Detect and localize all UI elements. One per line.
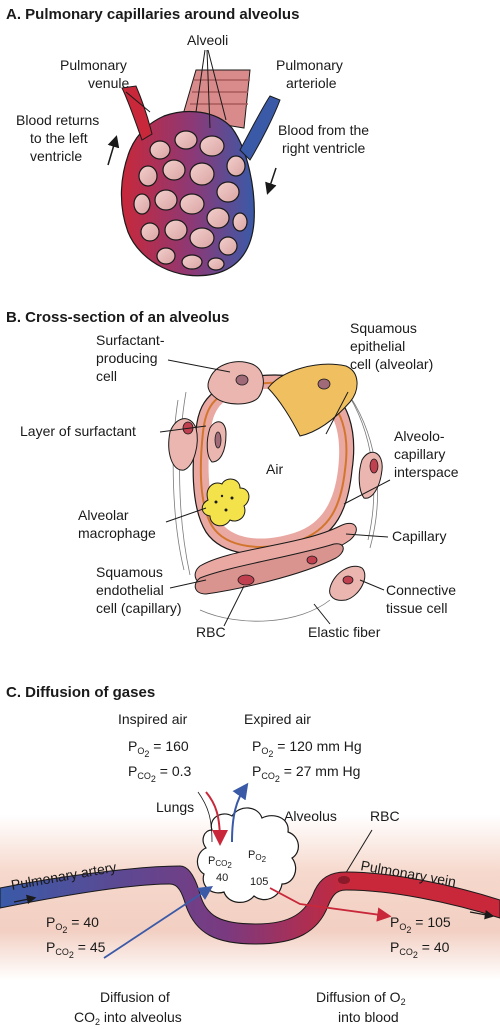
leader-capillary (345, 533, 389, 538)
expired-title: Expired air (244, 711, 311, 727)
label-alveoli: Alveoli (187, 32, 228, 48)
leader-squamous-epithelial (325, 391, 349, 435)
leader-alveolo-capillary (343, 479, 391, 505)
expired-po2: PO2 = 120 mm Hg (252, 738, 362, 759)
label-alveolus: Alveolus (284, 808, 337, 824)
label-arteriole-2: arteriole (286, 75, 337, 91)
caption-o2-1: Diffusion of O2 (316, 989, 406, 1007)
label-ac-1: Alveolo- (394, 428, 445, 444)
vein-flow-arrow-icon (469, 909, 495, 920)
label-endo-1: Squamous (96, 564, 163, 580)
leader-rbc-b (223, 585, 245, 627)
panel-b-title: B. Cross-section of an alveolus (6, 309, 229, 326)
caption-o2-2: into blood (338, 1009, 399, 1025)
artery-po2: PO2 = 40 (46, 914, 99, 935)
label-endo-3: cell (capillary) (96, 600, 182, 616)
label-sq-3: cell (alveolar) (350, 356, 433, 372)
expire-arrow-icon (231, 782, 249, 843)
label-surf-2: producing (96, 350, 158, 366)
leader-connective (359, 579, 385, 591)
label-ac-2: capillary (394, 446, 445, 462)
label-rbc-c: RBC (370, 808, 400, 824)
label-venule-1: Pulmonary (60, 57, 127, 73)
inspire-arrow-icon (205, 791, 228, 846)
alveolus-po2-value: 105 (250, 876, 268, 888)
alveolus-cross-section-illustration (168, 361, 383, 622)
leader-layer-surfactant (159, 425, 207, 433)
label-returns-2: to the left (30, 130, 88, 146)
vein-pco2: PCO2 = 40 (390, 939, 450, 960)
inspired-title: Inspired air (118, 711, 188, 727)
label-rbc-b: RBC (196, 624, 226, 640)
label-layer-surfactant: Layer of surfactant (20, 423, 136, 439)
label-conn-2: tissue cell (386, 600, 447, 616)
alveolus-po2: PO2 (248, 849, 267, 864)
capillary-network-illustration (120, 69, 281, 277)
label-returns-3: ventricle (30, 148, 82, 164)
artery-flow-arrow-icon (13, 894, 37, 905)
leader-elastic (313, 603, 331, 625)
expired-pco2: PCO2 = 27 mm Hg (252, 763, 360, 784)
caption-co2-1: Diffusion of (100, 989, 170, 1005)
rbc-cell (338, 876, 350, 884)
label-lungs: Lungs (156, 799, 194, 815)
label-sq-2: epithelial (350, 338, 405, 354)
leader-alveoli (195, 49, 227, 129)
vein-po2: PO2 = 105 (390, 914, 451, 935)
label-ac-3: interspace (394, 464, 459, 480)
label-air: Air (266, 461, 283, 477)
label-elastic: Elastic fiber (308, 624, 381, 640)
label-conn-1: Connective (386, 582, 456, 598)
leader-endothelial (169, 579, 207, 589)
leader-rbc-c (343, 829, 373, 877)
label-from-1: Blood from the (278, 122, 369, 138)
alveolus-pco2: PCO2 (208, 855, 232, 870)
label-mac-2: macrophage (78, 525, 156, 541)
arrow-up-icon (107, 135, 120, 166)
label-capillary: Capillary (392, 528, 446, 544)
caption-co2-2: CO2 into alveolus (74, 1009, 182, 1027)
o2-diffusion-arrow-icon (269, 887, 392, 922)
artery-pco2: PCO2 = 45 (46, 939, 106, 960)
leader-venule (125, 91, 151, 113)
label-surf-1: Surfactant- (96, 332, 165, 348)
alveolus-pco2-value: 40 (216, 872, 228, 884)
leader-surfactant-cell (167, 359, 231, 373)
label-endo-2: endothelial (96, 582, 164, 598)
panel-a-title: A. Pulmonary capillaries around alveolus (6, 6, 299, 23)
leader-macrophage (165, 507, 207, 523)
label-venule-2: venule (88, 75, 129, 91)
label-sq-1: Squamous (350, 320, 417, 336)
label-surf-3: cell (96, 368, 117, 384)
label-mac-1: Alveolar (78, 507, 129, 523)
label-from-2: right ventricle (282, 140, 365, 156)
inspired-pco2: PCO2 = 0.3 (128, 763, 191, 784)
arrow-down-icon (265, 167, 277, 195)
inspired-po2: PO2 = 160 (128, 738, 189, 759)
panel-c-title: C. Diffusion of gases (6, 684, 155, 701)
co2-diffusion-arrow-icon (103, 886, 214, 959)
label-returns-1: Blood returns (16, 112, 99, 128)
label-arteriole-1: Pulmonary (276, 57, 343, 73)
